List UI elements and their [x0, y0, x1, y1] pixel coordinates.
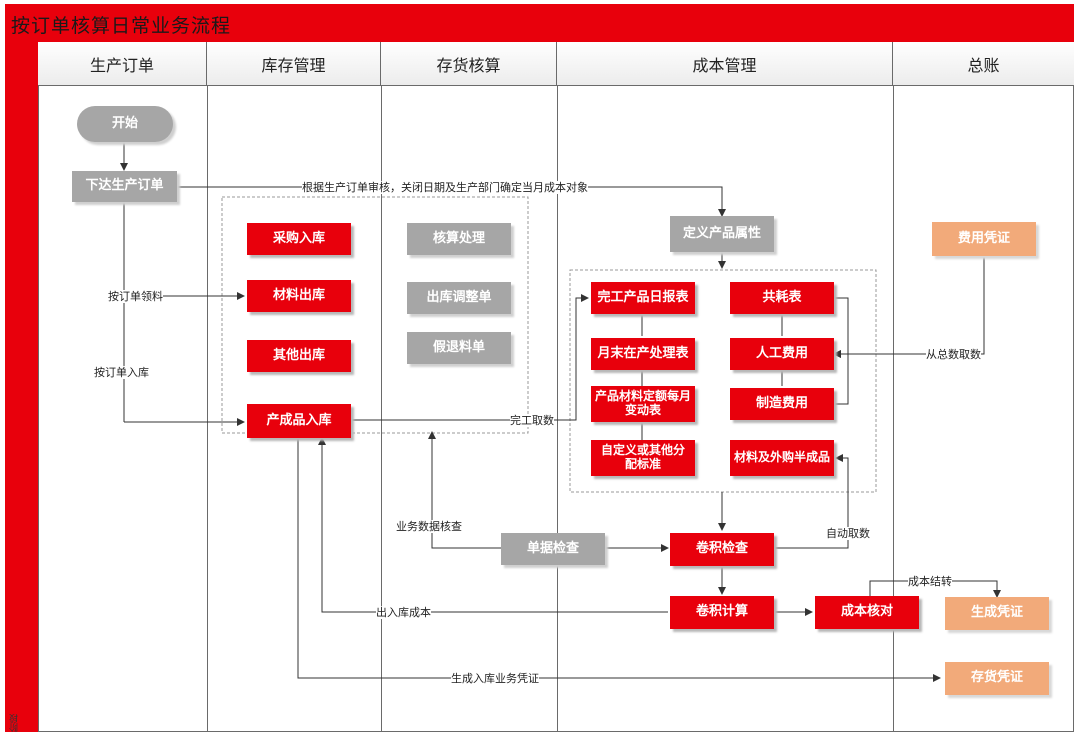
shared-node: 共耗表	[730, 282, 834, 314]
rollup-check-node: 卷积检查	[670, 533, 774, 566]
edge-label-cost-object: 根据生产订单审核，关闭日期及生产部门确定当月成本对象	[302, 181, 588, 194]
edge-label-pick-by-order: 按订单领料	[108, 290, 163, 303]
edge-inout-cost	[318, 437, 668, 613]
cost-verify-node: 成本核对	[815, 596, 919, 629]
start-node: 开始	[77, 106, 173, 142]
edge-finished-data	[351, 294, 589, 421]
title-bar: 按订单核算日常业务流程	[5, 4, 1074, 42]
daily-report-node: 完工产品日报表	[591, 282, 695, 314]
edge-label-cost-carry: 成本结转	[908, 575, 952, 588]
issue-order-node: 下达生产订单	[72, 171, 177, 202]
lane-header-general-ledger: 总账	[893, 42, 1074, 86]
gen-voucher-node: 生成凭证	[945, 597, 1049, 630]
quota-change-node: 产品材料定额每月变动表	[591, 386, 695, 422]
edge-from-gl	[833, 256, 985, 358]
out-adjust-node: 出库调整单	[407, 282, 511, 314]
edge-label-finished-data: 完工取数	[510, 414, 554, 427]
custom-alloc-node: 自定义或其他分配标准	[591, 440, 695, 476]
edge-auto-fetch	[775, 454, 849, 549]
doc-check-node: 单据检查	[501, 533, 605, 565]
false-return-node: 假退料单	[407, 332, 511, 364]
lane-header-production-order: 生产订单	[38, 42, 207, 86]
define-attr-node: 定义产品属性	[670, 216, 774, 252]
lane-header-cost-management: 成本管理	[557, 42, 893, 86]
purchase-in-node: 采购入库	[247, 223, 351, 255]
rollup-calc-node: 卷积计算	[670, 596, 774, 629]
lane-divider	[381, 86, 382, 732]
inventory-group-frame	[221, 196, 529, 434]
cost-group-frame	[569, 269, 877, 493]
phase-sidebar: 阶段	[5, 42, 38, 732]
edge-label-from-gl: 从总数取数	[926, 348, 981, 361]
edge-business-check	[428, 431, 501, 549]
expense-voucher-node: 费用凭证	[932, 222, 1036, 256]
lane-divider	[557, 86, 558, 732]
lane-header-inventory: 库存管理	[207, 42, 381, 86]
outsourced-node: 材料及外购半成品	[730, 440, 834, 476]
material-out-node: 材料出库	[247, 280, 351, 312]
wip-table-node: 月末在产处理表	[591, 338, 695, 370]
lane-header-stock-accounting: 存货核算	[381, 42, 557, 86]
edge-label-business-check: 业务数据核查	[396, 520, 462, 533]
edge-label-gen-in-voucher: 生成入库业务凭证	[451, 672, 539, 685]
accounting-node: 核算处理	[407, 223, 511, 255]
inventory-voucher-node: 存货凭证	[945, 662, 1049, 695]
manufacturing-node: 制造费用	[730, 388, 834, 420]
edge-gen-in-voucher	[297, 438, 941, 682]
edge-label-auto-fetch: 自动取数	[826, 527, 870, 540]
edge-label-inout-cost: 出入库成本	[376, 606, 431, 619]
labor-node: 人工费用	[730, 338, 834, 370]
edge-label-in-by-order: 按订单入库	[94, 366, 149, 379]
product-in-node: 产成品入库	[247, 404, 351, 438]
diagram-title: 按订单核算日常业务流程	[11, 15, 232, 37]
edge-bracket	[834, 297, 849, 405]
other-out-node: 其他出库	[247, 340, 351, 372]
lane-divider	[893, 86, 894, 732]
lane-divider	[207, 86, 208, 732]
